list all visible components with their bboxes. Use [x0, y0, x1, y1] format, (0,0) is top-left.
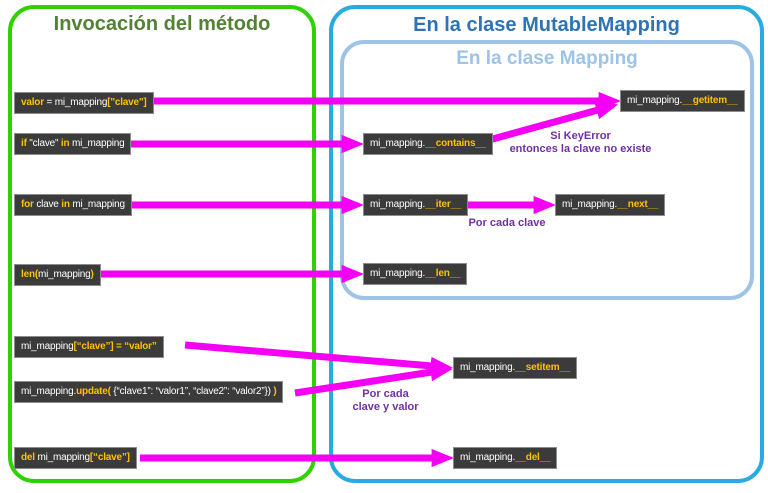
- code-update-call: mi_mapping.update( {“clave1”: “valor1”, …: [14, 381, 284, 403]
- note-keyerror: Si KeyError entonces la clave no existe: [498, 130, 663, 156]
- method-box-iter: mi_mapping.__iter__: [363, 194, 469, 216]
- code-getitem-call: valor = mi_mapping["clave"]: [14, 92, 154, 114]
- panel-method-invocation-title: Invocación del método: [53, 13, 271, 35]
- note-per-key-value-line1: Por cada: [362, 388, 409, 400]
- method-box-del: mi_mapping.__del__: [453, 447, 558, 469]
- panel-mapping-class: En la clase Mapping: [340, 40, 754, 300]
- note-per-key-value-line2: clave y valor: [352, 401, 419, 413]
- method-box-len: mi_mapping.__len__: [363, 263, 468, 285]
- code-len-call: len(mi_mapping): [14, 264, 101, 286]
- note-per-key: Por cada clave: [468, 217, 546, 229]
- method-box-next: mi_mapping.__next__: [555, 194, 666, 216]
- code-contains-call: if "clave" in mi_mapping: [14, 133, 132, 155]
- note-keyerror-line1: Si KeyError: [550, 130, 611, 142]
- code-del-call: del mi_mapping[“clave”]: [14, 447, 137, 469]
- method-box-getitem: mi_mapping.__getitem__: [620, 90, 745, 112]
- note-per-key-value: Por cada clave y valor: [338, 388, 433, 414]
- panel-method-invocation: Invocación del método: [8, 5, 316, 483]
- method-box-contains: mi_mapping.__contains__: [363, 133, 494, 155]
- panel-mutablemapping-title: En la clase MutableMapping: [413, 14, 680, 36]
- panel-mapping-title: En la clase Mapping: [456, 48, 638, 69]
- panel-mutablemapping-class: En la clase MutableMapping: [329, 5, 764, 483]
- note-keyerror-line2: entonces la clave no existe: [509, 143, 652, 155]
- code-setitem-call: mi_mapping[“clave”] = “valor”: [14, 336, 164, 358]
- method-box-setitem: mi_mapping.__setitem__: [453, 357, 578, 379]
- code-iter-call: for clave in mi_mapping: [14, 194, 132, 216]
